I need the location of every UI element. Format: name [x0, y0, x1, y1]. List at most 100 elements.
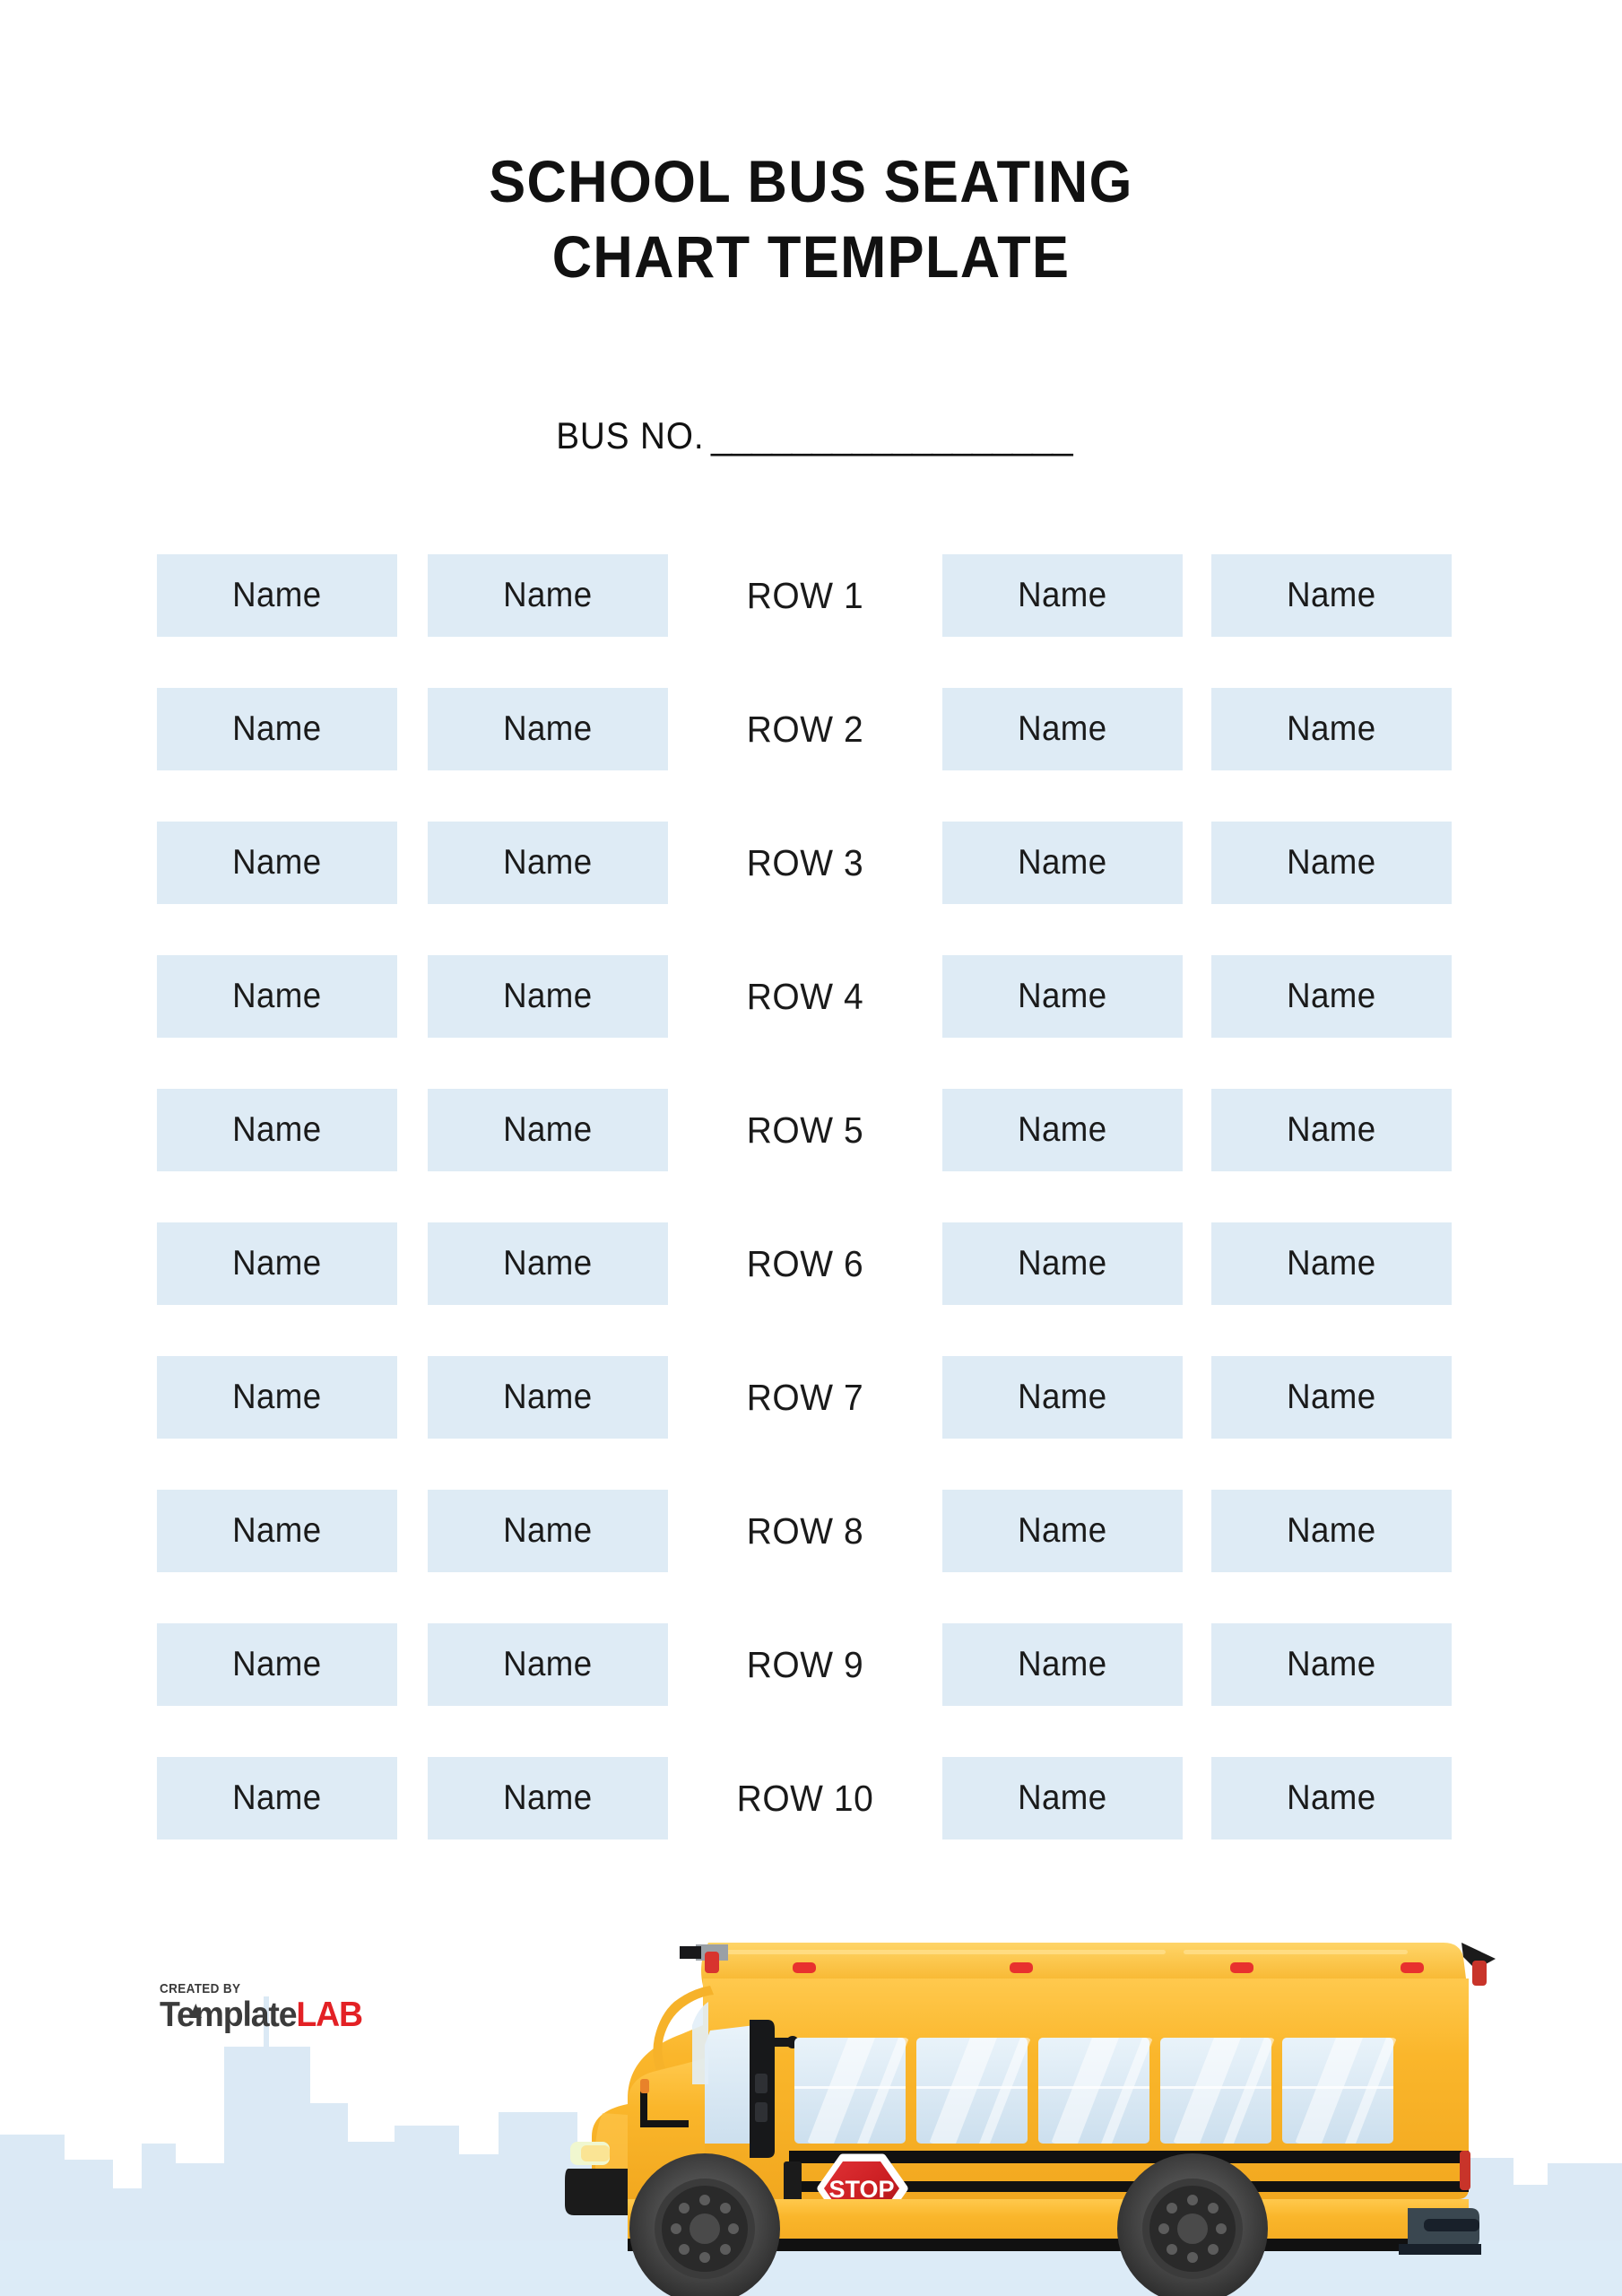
logo-wordmark: TemplateLAB — [160, 1997, 418, 2032]
seat-cell[interactable]: Name — [428, 554, 668, 637]
row-label: ROW 2 — [746, 708, 864, 750]
seat-cell[interactable]: Name — [942, 1222, 1183, 1305]
table-row: Name Name ROW 1 Name Name — [157, 554, 1484, 637]
seat-cell[interactable]: Name — [428, 1222, 668, 1305]
seat-cell[interactable]: Name — [428, 1490, 668, 1572]
windshield — [705, 2025, 755, 2144]
seat-cell[interactable]: Name — [1211, 822, 1452, 904]
seat-name: Name — [1287, 1645, 1376, 1683]
seat-cell[interactable]: Name — [942, 1089, 1183, 1171]
bus-scene-svg: STOP — [0, 1943, 1622, 2296]
rear-wheel — [1117, 2153, 1268, 2296]
front-wheel — [629, 2153, 780, 2296]
seat-cell[interactable]: Name — [157, 1356, 397, 1439]
seat-cell[interactable]: Name — [157, 822, 397, 904]
row-label: ROW 1 — [746, 574, 864, 616]
seat-cell[interactable]: Name — [157, 688, 397, 770]
seat-cell[interactable]: Name — [428, 1757, 668, 1839]
seat-cell[interactable]: Name — [157, 1089, 397, 1171]
seat-cell[interactable]: Name — [1211, 688, 1452, 770]
row-label: ROW 10 — [736, 1777, 874, 1819]
seat-name: Name — [232, 1110, 322, 1149]
seat-name: Name — [503, 1779, 593, 1817]
seat-name: Name — [232, 1511, 322, 1550]
templatelab-logo: CREATED BY TemplateLAB — [160, 1982, 429, 2032]
body-stripe — [789, 2181, 1469, 2192]
seat-cell[interactable]: Name — [1211, 1089, 1452, 1171]
side-mirror-arm — [653, 1986, 714, 2070]
seat-name: Name — [1018, 576, 1107, 614]
seat-cell[interactable]: Name — [942, 955, 1183, 1038]
seat-cell[interactable]: Name — [157, 1222, 397, 1305]
seat-name: Name — [232, 1779, 322, 1817]
seat-cell[interactable]: Name — [157, 1757, 397, 1839]
seat-name: Name — [1018, 843, 1107, 882]
row-label: ROW 6 — [746, 1242, 864, 1284]
seat-cell[interactable]: Name — [1211, 554, 1452, 637]
seat-cell[interactable]: Name — [157, 1623, 397, 1706]
seat-name: Name — [1018, 1511, 1107, 1550]
seat-name: Name — [1287, 709, 1376, 748]
seat-cell[interactable]: Name — [428, 1356, 668, 1439]
seat-cell[interactable]: Name — [1211, 955, 1452, 1038]
roof-marker-light — [1230, 1962, 1253, 1973]
seat-cell[interactable]: Name — [1211, 1222, 1452, 1305]
logo-template-text: Template — [160, 1996, 298, 2034]
seat-cell[interactable]: Name — [1211, 1623, 1452, 1706]
seat-cell[interactable]: Name — [942, 1490, 1183, 1572]
seat-name: Name — [503, 1511, 593, 1550]
bus-number-field[interactable]: BUS NO.__________________ — [0, 414, 1622, 457]
seat-name: Name — [1287, 1511, 1376, 1550]
seat-name: Name — [1287, 1244, 1376, 1283]
page-title: SCHOOL BUS SEATING CHART TEMPLATE — [0, 144, 1622, 295]
table-row: Name Name ROW 3 Name Name — [157, 822, 1484, 904]
seat-name: Name — [1018, 1244, 1107, 1283]
seat-name: Name — [232, 709, 322, 748]
seat-cell[interactable]: Name — [428, 1089, 668, 1171]
row-label: ROW 8 — [746, 1509, 864, 1552]
seating-grid: Name Name ROW 1 Name Name Name Name ROW … — [157, 554, 1484, 1839]
seat-cell[interactable]: Name — [942, 822, 1183, 904]
table-row: Name Name ROW 5 Name Name — [157, 1089, 1484, 1171]
tail-light — [1460, 2151, 1470, 2190]
seat-name: Name — [1287, 977, 1376, 1015]
seat-cell[interactable]: Name — [428, 822, 668, 904]
seat-name: Name — [503, 709, 593, 748]
body-stripe — [789, 2151, 1469, 2163]
seat-name: Name — [503, 1244, 593, 1283]
seat-cell[interactable]: Name — [942, 1757, 1183, 1839]
seat-cell[interactable]: Name — [1211, 1757, 1452, 1839]
seat-cell[interactable]: Name — [942, 1356, 1183, 1439]
seat-cell[interactable]: Name — [942, 554, 1183, 637]
seat-cell[interactable]: Name — [1211, 1356, 1452, 1439]
logo-lab-text: LAB — [296, 1996, 363, 2034]
seat-cell[interactable]: Name — [942, 1623, 1183, 1706]
logo-created-by: CREATED BY — [160, 1981, 241, 1996]
seat-cell[interactable]: Name — [428, 1623, 668, 1706]
row-label: ROW 3 — [746, 841, 864, 883]
seat-cell[interactable]: Name — [942, 688, 1183, 770]
mirror-support-bar — [751, 2038, 789, 2047]
table-row: Name Name ROW 6 Name Name — [157, 1222, 1484, 1305]
school-bus: STOP — [565, 1943, 1496, 2296]
seat-name: Name — [1287, 1110, 1376, 1149]
seat-cell[interactable]: Name — [1211, 1490, 1452, 1572]
seat-name: Name — [1287, 576, 1376, 614]
table-row: Name Name ROW 4 Name Name — [157, 955, 1484, 1038]
seat-cell[interactable]: Name — [157, 1490, 397, 1572]
seat-name: Name — [503, 1110, 593, 1149]
seat-name: Name — [503, 843, 593, 882]
seat-cell[interactable]: Name — [428, 688, 668, 770]
roof-marker-light — [1010, 1962, 1033, 1973]
side-mirror-glass — [692, 2002, 708, 2084]
bus-number-blank[interactable]: __________________ — [711, 414, 1072, 457]
seat-name: Name — [1018, 1779, 1107, 1817]
seat-cell[interactable]: Name — [157, 554, 397, 637]
table-row: Name Name ROW 8 Name Name — [157, 1490, 1484, 1572]
seat-cell[interactable]: Name — [428, 955, 668, 1038]
seat-name: Name — [232, 1378, 322, 1416]
seat-name: Name — [1287, 843, 1376, 882]
seat-cell[interactable]: Name — [157, 955, 397, 1038]
seat-name: Name — [503, 1645, 593, 1683]
roof-marker-light — [1401, 1962, 1424, 1973]
